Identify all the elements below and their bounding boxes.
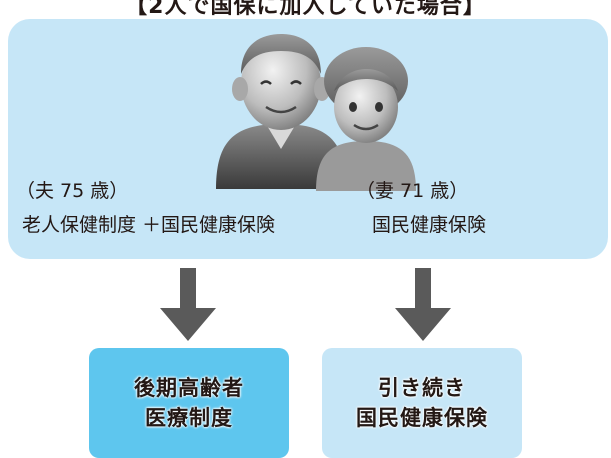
result-left-line1: 後期高齢者	[134, 376, 244, 400]
wife-figure	[316, 47, 416, 191]
husband-age-label: （夫 75 歳）	[16, 180, 129, 202]
result-left-line2: 医療制度	[145, 406, 233, 430]
arrow-down-left-icon	[160, 268, 216, 341]
result-box-late-stage-elderly: 後期高齢者 医療制度	[89, 348, 289, 458]
husband-figure	[216, 34, 346, 189]
diagram-title: 【2人で国保に加入していた場合】	[125, 0, 486, 19]
result-right-line1: 引き続き	[378, 376, 466, 400]
husband-plan-label: 老人保健制度 ＋国民健康保険	[22, 214, 276, 236]
arrow-down-right-icon	[395, 268, 451, 341]
couple-panel: （夫 75 歳） 老人保健制度 ＋国民健康保険 （妻 71 歳） 国民健康保険	[8, 19, 608, 259]
wife-age-label: （妻 71 歳）	[356, 180, 469, 202]
couple-illustration	[216, 34, 416, 191]
wife-plan-label: 国民健康保険	[372, 214, 487, 236]
result-box-national-health: 引き続き 国民健康保険	[322, 348, 522, 458]
result-right-line2: 国民健康保険	[356, 406, 488, 430]
